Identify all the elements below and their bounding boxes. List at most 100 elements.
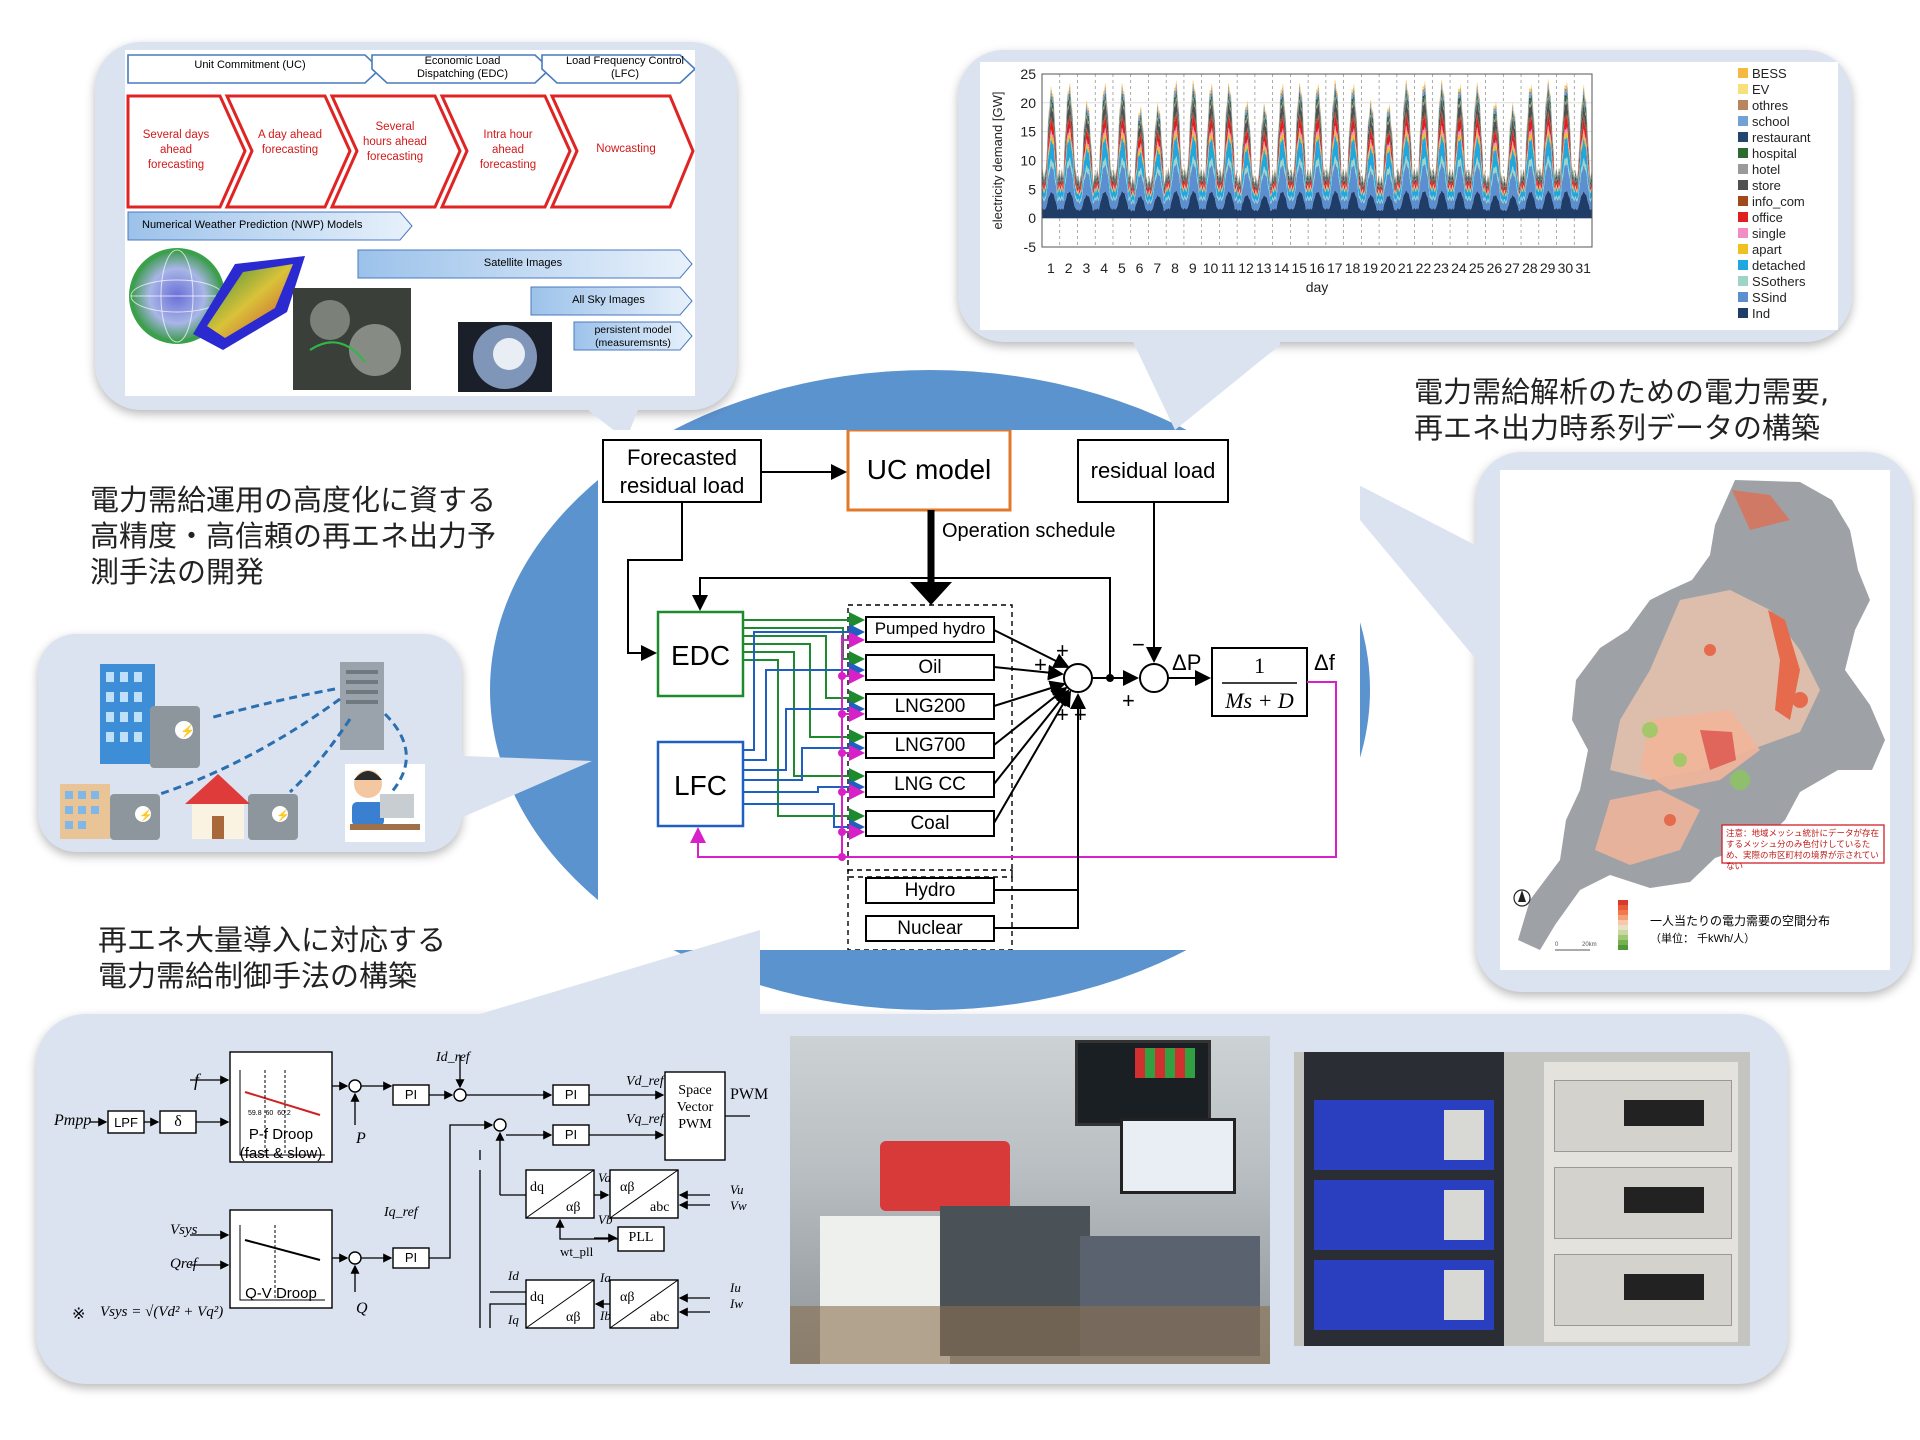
series-area-detached	[1042, 134, 1592, 203]
header-lfc-label: Load Frequency Control (LFC)	[565, 55, 684, 80]
legend-swatch	[1738, 68, 1748, 78]
x-tick-label: 18	[1345, 260, 1361, 276]
x-tick-label: 19	[1362, 260, 1378, 276]
y-tick-label: 15	[1020, 124, 1036, 140]
plant-lng200: LNG200	[894, 696, 966, 717]
lab-photo-1	[790, 1036, 1270, 1364]
ctrl-iq: Iq	[508, 1312, 519, 1327]
legend-label: SSind	[1752, 290, 1787, 305]
x-tick-label: 12	[1238, 260, 1254, 276]
x-tick-label: 30	[1558, 260, 1574, 276]
ctrl-ab-2: αβ	[620, 1180, 635, 1195]
ctrl-vsys: Vsys	[170, 1222, 198, 1238]
x-axis-label: day	[1306, 279, 1329, 295]
legend-swatch	[1738, 276, 1748, 286]
ctrl-pf-droop: P-f Droop	[248, 1126, 314, 1143]
sum-plus-5: +	[1122, 688, 1135, 713]
ctrl-abc-2: abc	[650, 1310, 670, 1325]
japan-demand-map: 0 20km	[1513, 480, 1885, 951]
ctrl-id: Id	[508, 1268, 519, 1283]
x-tick-label: 14	[1274, 260, 1290, 276]
plant-lng-cc: LNG CC	[894, 774, 966, 795]
legend-label: detached	[1752, 258, 1806, 273]
ctrl-vd-ref: Vd_ref	[626, 1074, 664, 1089]
map-legend-swatch	[1618, 930, 1628, 935]
x-tick-label: 27	[1504, 260, 1520, 276]
y-tick-label: 5	[1028, 181, 1036, 197]
y-tick-label: 10	[1020, 153, 1036, 169]
ctrl-ia: Ia	[600, 1270, 611, 1285]
legend-label: hotel	[1752, 162, 1780, 177]
map-legend-swatch	[1618, 905, 1628, 910]
ctrl-pll: PLL	[628, 1230, 654, 1245]
caption-demand: 電力需給解析のための電力需要,再エネ出力時系列データの構築	[1414, 375, 1830, 445]
map-legend-swatch	[1618, 935, 1628, 940]
x-tick-label: 9	[1189, 260, 1197, 276]
ctrl-f: f	[194, 1070, 200, 1090]
battery-unit-1: ⚡	[150, 706, 200, 768]
ctrl-ab-3: αβ	[566, 1310, 581, 1325]
x-tick-label: 16	[1309, 260, 1325, 276]
battery-unit-2: ⚡	[110, 794, 160, 840]
horizon-several-hours: Several hours ahead forecasting	[363, 121, 427, 163]
legend-swatch	[1738, 164, 1748, 174]
ctrl-iq-ref: Iq_ref	[384, 1205, 418, 1220]
svg-text:⚡: ⚡	[180, 724, 195, 738]
x-tick-label: 17	[1327, 260, 1343, 276]
svg-text:⚡: ⚡	[276, 809, 290, 822]
x-tick-label: 24	[1451, 260, 1467, 276]
x-tick-label: 31	[1575, 260, 1591, 276]
y-tick-label: 0	[1028, 210, 1036, 226]
x-tick-label: 7	[1153, 260, 1161, 276]
horizon-several-days: Several days ahead forecasting	[142, 129, 210, 171]
ctrl-iu: Iu	[730, 1280, 741, 1295]
x-tick-label: 23	[1433, 260, 1449, 276]
series-area-apart	[1042, 129, 1592, 198]
legend-swatch	[1738, 100, 1748, 110]
x-tick-label: 8	[1171, 260, 1179, 276]
ctrl-pi-3: PI	[564, 1087, 578, 1102]
tf-denominator: Ms + D	[1225, 688, 1294, 713]
ctrl-pi-1: PI	[404, 1087, 418, 1102]
plant-lng700: LNG700	[894, 735, 966, 756]
ctrl-p: P	[356, 1130, 366, 1147]
legend-label: EV	[1752, 82, 1770, 97]
header-edc-label: Economic Load Dispatching (EDC)	[416, 55, 509, 80]
battery-unit-3: ⚡	[248, 794, 298, 840]
ctrl-delta: δ	[174, 1113, 182, 1130]
forecast-diagram	[126, 54, 695, 392]
sum-plus-2: +	[1034, 652, 1047, 677]
header-uc-label: Unit Commitment (UC)	[194, 59, 306, 71]
map-legend-swatch	[1618, 940, 1628, 945]
caption-forecast: 電力需給運用の高度化に資する高精度・高信頼の再エネ出力予測手法の開発	[90, 483, 497, 589]
svg-text:0: 0	[1555, 942, 1559, 948]
plant-coal: Coal	[910, 813, 950, 834]
legend-label: info_com	[1752, 194, 1805, 209]
ctrl-id-ref: Id_ref	[436, 1050, 470, 1065]
x-tick-label: 5	[1118, 260, 1126, 276]
sum-plus-4: +	[1074, 702, 1087, 727]
map-legend-swatch	[1618, 945, 1628, 950]
block-diagram	[602, 430, 1337, 950]
distribution-illustration: ⚡ ⚡ ⚡	[60, 662, 425, 842]
nwp-label: Numerical Weather Prediction (NWP) Model…	[142, 219, 363, 231]
svg-text:20km: 20km	[1582, 942, 1597, 948]
legend-swatch	[1738, 196, 1748, 206]
x-tick-label: 13	[1256, 260, 1272, 276]
map-legend-swatch	[1618, 915, 1628, 920]
edc-block-label: EDC	[670, 640, 731, 671]
legend-label: office	[1752, 210, 1783, 225]
ctrl-ib: Ib	[600, 1308, 611, 1323]
y-axis-label: electricity demand [GW]	[990, 92, 1005, 230]
legend-label: restaurant	[1752, 130, 1811, 145]
ctrl-ab-4: αβ	[620, 1290, 635, 1305]
control-callout-pointer	[460, 930, 760, 1020]
legend-label: store	[1752, 178, 1781, 193]
ctrl-qv-droop: Q-V Droop	[245, 1285, 317, 1302]
forecasted-residual-load-label: Forecasted residual load	[619, 445, 745, 498]
legend-swatch	[1738, 292, 1748, 302]
y-tick-label: 20	[1020, 95, 1036, 111]
ctrl-vw: Vw	[730, 1198, 747, 1213]
ctrl-pi-4: PI	[564, 1127, 578, 1142]
x-tick-label: 4	[1100, 260, 1108, 276]
